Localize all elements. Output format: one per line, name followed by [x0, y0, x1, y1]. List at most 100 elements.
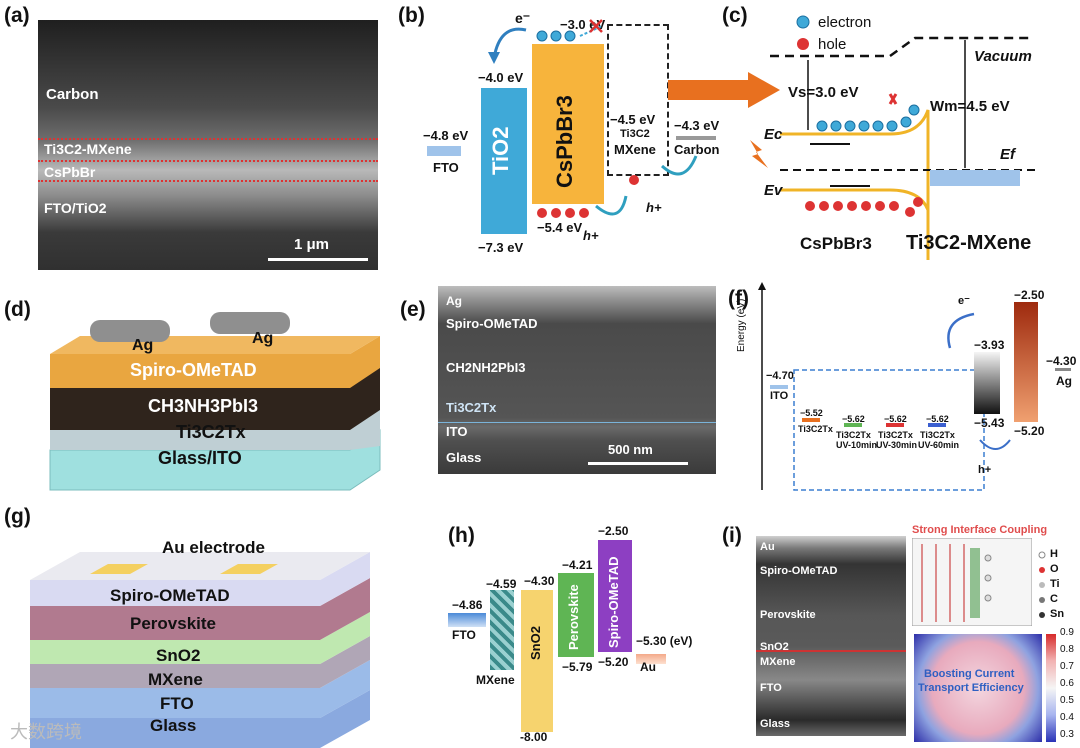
orange-arrow-icon — [668, 72, 780, 108]
ag-value-f: −4.30 — [1046, 354, 1077, 368]
electron-dots — [536, 30, 576, 42]
fto-level — [427, 146, 461, 156]
divider-line — [38, 160, 378, 164]
mxene-label-i: MXene — [760, 656, 796, 668]
m3-sub: UV-30min — [876, 440, 918, 450]
spiro-bottom-value: −5.20 — [598, 655, 629, 669]
cb-tick-4: 0.5 — [1060, 695, 1074, 706]
m4-level — [928, 423, 946, 427]
interface-line — [438, 422, 716, 423]
m3-value: −5.62 — [884, 414, 907, 424]
sem-image-a — [38, 20, 378, 270]
vs-label: Vs=3.0 eV — [788, 84, 859, 101]
cross-mark-icon — [589, 19, 603, 33]
energy-axis-label: Energy (eV) — [736, 298, 747, 352]
panel-label-a: (a) — [4, 4, 30, 27]
carbon-level — [676, 136, 716, 140]
legend-electron-dot — [796, 15, 810, 29]
hole-arrow-2 — [660, 155, 698, 176]
wm-label: Wm=4.5 eV — [930, 98, 1010, 115]
mxene-value-h: −4.59 — [486, 577, 517, 591]
interface-line — [756, 650, 906, 652]
band-diagram-c — [750, 15, 1040, 260]
au-label-h: Au — [640, 660, 656, 674]
perovskite-label-h: Perovskite — [566, 584, 581, 650]
m4-value: −5.62 — [926, 414, 949, 424]
hole-arrow-1 — [595, 195, 628, 216]
ito-level — [770, 385, 788, 389]
hole-symbol-1: h+ — [583, 228, 599, 243]
mxene-label-g: MXene — [148, 670, 203, 689]
gradient-bar-red — [1014, 302, 1038, 422]
gray-top-value: −3.93 — [974, 338, 1005, 352]
device-stack-d — [49, 312, 381, 491]
ef-bar — [930, 170, 1020, 186]
atom-legend-dots — [1038, 551, 1046, 618]
sno2-bottom-value: -8.00 — [520, 730, 548, 744]
spiro-band — [598, 540, 632, 652]
legend-electron: electron — [818, 14, 872, 31]
divider-line — [38, 180, 378, 184]
legend-o: O — [1050, 563, 1059, 575]
vacuum-level — [770, 36, 1030, 58]
mxene-structure-icon — [490, 590, 514, 670]
tio2-band — [481, 88, 527, 234]
panel-label-d: (d) — [4, 298, 31, 321]
layer-label-carbon: Carbon — [46, 86, 99, 103]
sno2-label-i: SnO2 — [760, 641, 789, 653]
ag-label-e: Ag — [446, 294, 462, 308]
spiro-label-g: Spiro-OMeTAD — [110, 586, 230, 605]
m4-sub: UV-60min — [918, 440, 960, 450]
mxene-label-h: MXene — [476, 673, 515, 687]
red-bottom-value: −5.20 — [1014, 424, 1045, 438]
spiro-label-i: Spiro-OMeTAD — [760, 565, 838, 577]
m2-label: Ti3C2Tx — [836, 430, 871, 440]
hole-symbol-f: h+ — [978, 464, 992, 476]
red-top-value: −2.50 — [1014, 288, 1045, 302]
scale-label-e: 500 nm — [608, 442, 653, 457]
sno2-top-value: −4.30 — [524, 574, 555, 588]
electron-symbol: e⁻ — [515, 10, 531, 26]
gradient-bar-gray — [974, 352, 1000, 414]
legend-h: H — [1050, 548, 1058, 560]
fto-value-h: −4.86 — [452, 598, 483, 612]
mxene-label-c: Ti3C2-MXene — [906, 232, 1032, 254]
spiro-label-e: Spiro-OMeTAD — [446, 316, 538, 331]
energy-diagram-f — [758, 282, 1071, 491]
perovskite-label-g: Perovskite — [130, 614, 216, 633]
spiro-label-d: Spiro-OMeTAD — [130, 360, 257, 380]
legend-hole-dot — [797, 38, 809, 50]
mxene-label: MXene — [614, 142, 656, 157]
fto-label: FTO — [433, 160, 459, 175]
fto-energy: −4.8 eV — [423, 128, 469, 143]
ev-band — [780, 188, 930, 211]
device-stack-g — [30, 552, 370, 748]
legend-ti: Ti — [1050, 578, 1060, 590]
cb-tick-6: 0.3 — [1060, 729, 1074, 740]
scale-label: 1 μm — [294, 236, 330, 253]
electron-dots-c — [816, 104, 920, 132]
gray-bottom-value: −5.43 — [974, 416, 1005, 430]
glass-ito-label-d: Glass/ITO — [158, 448, 242, 468]
mxene-formula: Ti3C2 — [620, 128, 650, 140]
m2-level — [844, 423, 862, 427]
au-label-i: Au — [760, 541, 775, 553]
au-electrode-label: Au electrode — [162, 538, 265, 557]
perovskite-label-d: CH3NH3PbI3 — [148, 396, 259, 416]
mxene-energy: −4.5 eV — [610, 112, 656, 127]
panel-label-e: (e) — [400, 298, 426, 321]
sno2-label-g: SnO2 — [156, 646, 201, 665]
ag-label-1: Ag — [132, 337, 154, 354]
boost-line-2: Transport Efficiency — [918, 682, 1024, 694]
ef-label: Ef — [1000, 146, 1015, 163]
cb-tick-0: 0.9 — [1060, 627, 1074, 638]
tct-label-e: Ti3C2Tx — [446, 400, 497, 415]
perovskite-top-value: −4.21 — [562, 558, 593, 572]
spiro-top-value: −2.50 — [598, 524, 629, 538]
glass-label-e: Glass — [446, 450, 482, 465]
atomic-structure-image — [912, 538, 1032, 626]
sno2-label-h: SnO2 — [528, 626, 543, 660]
carbon-label: Carbon — [674, 142, 720, 157]
m3-label: Ti3C2Tx — [878, 430, 913, 440]
glass-label-i: Glass — [760, 718, 790, 730]
